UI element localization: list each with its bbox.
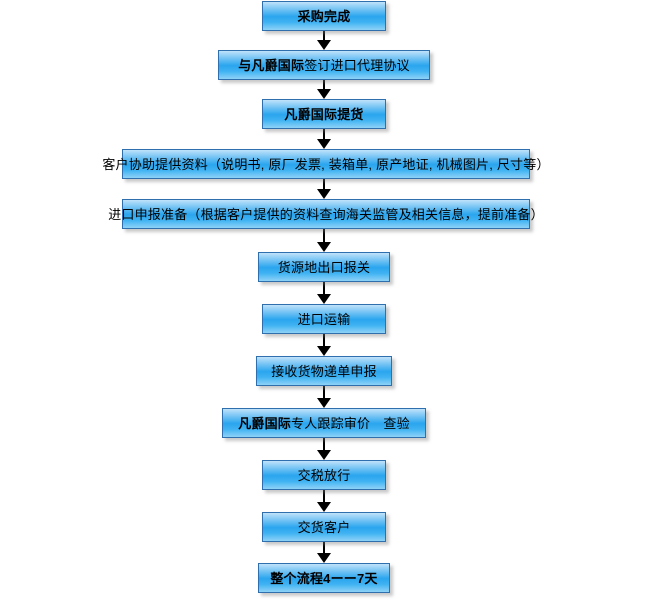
flow-node-label-rest: 签订进口代理协议 (304, 57, 410, 73)
flow-arrow (317, 229, 331, 252)
flow-node-label-rest: 专人跟踪审价 查验 (291, 415, 410, 431)
arrow-head-icon (317, 294, 331, 304)
flow-arrow (317, 31, 331, 50)
flow-arrow (317, 129, 331, 149)
flow-node-label: 采购完成 (297, 8, 351, 24)
flow-node-label: 交货客户 (297, 519, 351, 535)
arrow-line (323, 129, 325, 140)
arrow-head-icon (317, 450, 331, 460)
flow-node-10: 交税放行 (262, 460, 386, 490)
flow-node-6: 货源地出口报关 (258, 252, 390, 282)
arrow-head-icon (317, 242, 331, 252)
flow-node-label: 与凡爵国际签订进口代理协议 (238, 59, 410, 72)
arrow-head-icon (317, 40, 331, 50)
arrow-line (323, 542, 325, 554)
flow-arrow (317, 80, 331, 99)
flow-node-label-emphasis: 与凡爵国际 (238, 57, 305, 73)
arrow-line (323, 80, 325, 90)
arrow-head-icon (317, 89, 331, 99)
arrow-line (323, 490, 325, 503)
flow-node-label: 进口申报准备（根据客户提供的资料查询海关监管及相关信息，提前准备） (108, 206, 544, 222)
arrow-head-icon (317, 139, 331, 149)
flow-node-label: 货源地出口报关 (277, 259, 371, 275)
arrow-head-icon (317, 553, 331, 563)
flow-arrow (317, 334, 331, 356)
arrow-head-icon (317, 189, 331, 199)
arrow-line (323, 334, 325, 347)
flow-node-label: 接收货物递单申报 (271, 363, 377, 379)
flow-arrow (317, 282, 331, 304)
arrow-line (323, 438, 325, 451)
arrow-head-icon (317, 346, 331, 356)
flow-arrow (317, 490, 331, 512)
flow-node-label: 交税放行 (297, 467, 351, 483)
flow-node-label: 整个流程4ーー7天 (270, 570, 378, 586)
flow-node-label: 凡爵国际专人跟踪审价 查验 (238, 417, 410, 430)
flow-node-8: 接收货物递单申报 (256, 356, 392, 386)
flow-node-9: 凡爵国际专人跟踪审价 查验 (222, 408, 426, 438)
flow-node-7: 进口运输 (262, 304, 386, 334)
flow-node-label: 客户协助提供资料（说明书, 原厂发票, 装箱单, 原产地证, 机械图片, 尺寸等… (102, 156, 550, 172)
arrow-line (323, 179, 325, 190)
flow-node-12: 整个流程4ーー7天 (258, 563, 390, 593)
flow-node-label-emphasis: 凡爵国际 (238, 415, 291, 431)
flow-arrow (317, 542, 331, 563)
flow-node-11: 交货客户 (262, 512, 386, 542)
flow-arrow (317, 386, 331, 408)
arrow-head-icon (317, 502, 331, 512)
arrow-line (323, 229, 325, 243)
flow-arrow (317, 438, 331, 460)
arrow-line (323, 282, 325, 295)
flow-node-label: 进口运输 (297, 311, 351, 327)
arrow-head-icon (317, 398, 331, 408)
flow-node-4: 客户协助提供资料（说明书, 原厂发票, 装箱单, 原产地证, 机械图片, 尺寸等… (102, 149, 549, 179)
flow-node-5: 进口申报准备（根据客户提供的资料查询海关监管及相关信息，提前准备） (108, 199, 544, 229)
arrow-line (323, 386, 325, 399)
flow-node-2: 与凡爵国际签订进口代理协议 (218, 50, 430, 80)
arrow-line (323, 31, 325, 41)
flow-node-1: 采购完成 (262, 1, 386, 31)
flow-arrow (317, 179, 331, 199)
flow-node-label: 凡爵国际提货 (284, 106, 364, 122)
flow-node-3: 凡爵国际提货 (262, 99, 386, 129)
